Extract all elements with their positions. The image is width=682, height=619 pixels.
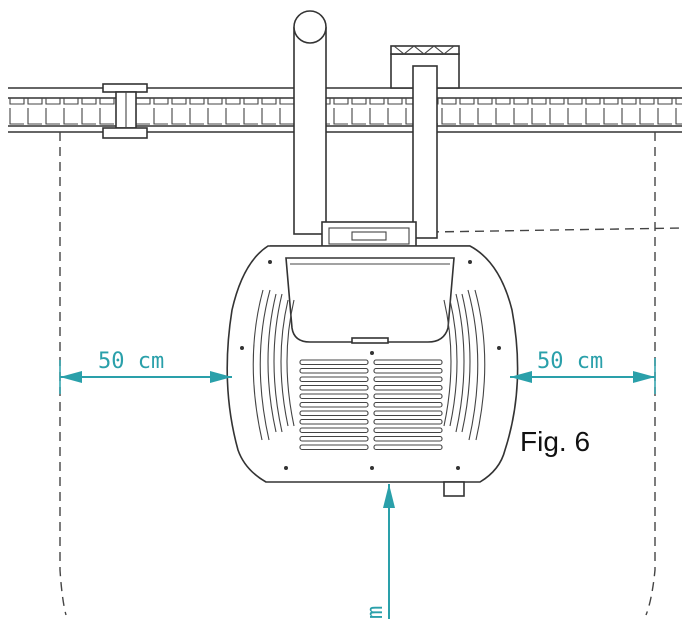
right-dimension — [510, 358, 656, 394]
front-grille — [299, 359, 443, 451]
flue-pipe — [293, 10, 327, 235]
door-window — [285, 257, 455, 343]
rear-reference-line — [429, 227, 682, 233]
stove-body — [226, 245, 519, 497]
ceiling-beam — [8, 87, 682, 133]
air-intake-duct — [390, 45, 460, 239]
beam-pattern-bottom — [9, 108, 682, 125]
left-dimension — [59, 360, 232, 394]
left-dimension-label: 50 cm — [98, 349, 164, 374]
wall-bracket — [102, 83, 148, 139]
front-dimension — [383, 484, 395, 619]
front-dimension-label: m — [363, 606, 388, 619]
right-dimension-label: 50 cm — [537, 349, 603, 374]
left-clearance-boundary — [59, 132, 67, 616]
beam-pattern-top — [9, 98, 682, 105]
right-clearance-boundary — [645, 132, 656, 616]
figure-label: Fig. 6 — [520, 426, 590, 457]
